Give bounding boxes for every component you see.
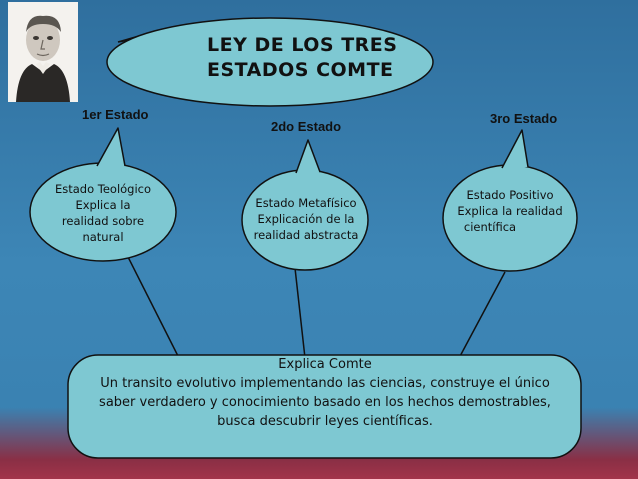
- title-line-2: ESTADOS COMTE: [207, 59, 394, 81]
- stage-3-line-1: Estado Positivo: [466, 188, 554, 202]
- stage-3-description: Estado Positivo Explica la realidad cien…: [447, 187, 573, 235]
- stage-2-label: 2do Estado: [271, 119, 342, 134]
- stage-2-line-3: realidad abstracta: [253, 228, 359, 242]
- stage-2-description: Estado Metafísico Explicación de la real…: [245, 195, 367, 243]
- stage-3-line-2: Explica la realidad: [457, 204, 563, 218]
- title-bubble: [106, 17, 434, 107]
- stage-2-line-1: Estado Metafísico: [255, 196, 357, 210]
- explanation-text: Explica Comte Un transito evolutivo impl…: [70, 355, 580, 431]
- title-line-1: LEY DE LOS TRES: [207, 34, 398, 56]
- explanation-line-2: saber verdadero y conocimiento basado en…: [99, 395, 551, 410]
- stage-2-bubble: [241, 139, 369, 271]
- explanation-box: [67, 354, 582, 459]
- stage-1-line-3: realidad sobre: [61, 214, 145, 228]
- page-title: LEY DE LOS TRES ESTADOS COMTE: [207, 33, 437, 83]
- stage-1-description: Estado Teológico Explica la realidad sob…: [33, 181, 173, 245]
- stage-1-line-1: Estado Teológico: [54, 182, 152, 196]
- explanation-heading: Explica Comte: [278, 357, 372, 372]
- connector-line-2: [294, 267, 306, 359]
- stage-2-line-2: Explicación de la: [257, 212, 355, 226]
- connector-line-1: [124, 250, 181, 361]
- connector-line-3: [457, 271, 506, 361]
- stage-3-label: 3ro Estado: [490, 111, 558, 126]
- stage-1-bubble: [29, 127, 177, 262]
- portrait-icon: [8, 2, 78, 102]
- stage-1-label: 1er Estado: [82, 107, 149, 122]
- explanation-line-3: busca descubrir leyes científicas.: [217, 414, 433, 429]
- stage-3-line-3: científica: [463, 220, 517, 234]
- stage-1-line-4: natural: [82, 230, 124, 244]
- explanation-line-1: Un transito evolutivo implementando las …: [100, 376, 550, 391]
- stage-1-line-2: Explica la: [75, 198, 131, 212]
- stage-3-bubble: [442, 129, 578, 272]
